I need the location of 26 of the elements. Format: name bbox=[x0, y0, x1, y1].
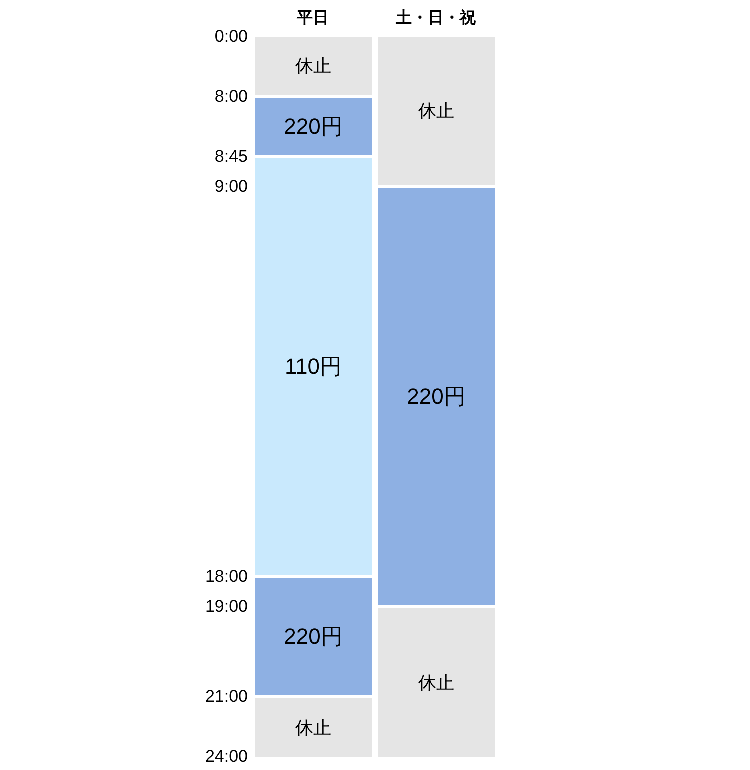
time-label: 18:00 bbox=[205, 567, 248, 587]
column-header: 土・日・祝 bbox=[395, 9, 477, 29]
fare-cell bbox=[255, 37, 372, 95]
fare-cell bbox=[378, 37, 495, 185]
column-header: 平日 bbox=[296, 9, 330, 29]
time-label: 21:00 bbox=[205, 687, 248, 707]
fare-cell bbox=[255, 98, 372, 155]
fare-text: 休止 bbox=[418, 672, 454, 694]
fare-text: 休止 bbox=[296, 55, 332, 78]
fare-text: 220円 bbox=[407, 382, 466, 410]
fare-cell bbox=[378, 188, 495, 605]
time-label: 0:00 bbox=[214, 27, 248, 47]
fare-cell bbox=[255, 158, 372, 575]
time-label: 19:00 bbox=[205, 597, 248, 617]
time-label: 8:45 bbox=[214, 147, 248, 167]
fare-text: 休止 bbox=[418, 100, 454, 123]
fare-cell bbox=[255, 698, 372, 757]
fare-text: 休止 bbox=[296, 716, 332, 740]
fare-text: 110円 bbox=[284, 352, 342, 380]
time-label: 9:00 bbox=[214, 177, 248, 197]
fare-text: 220円 bbox=[284, 622, 343, 650]
fare-cell bbox=[378, 608, 495, 757]
time-label: 24:00 bbox=[205, 747, 248, 767]
time-label: 8:00 bbox=[214, 87, 248, 107]
fare-text: 220円 bbox=[284, 112, 343, 140]
fare-cell bbox=[255, 578, 372, 695]
